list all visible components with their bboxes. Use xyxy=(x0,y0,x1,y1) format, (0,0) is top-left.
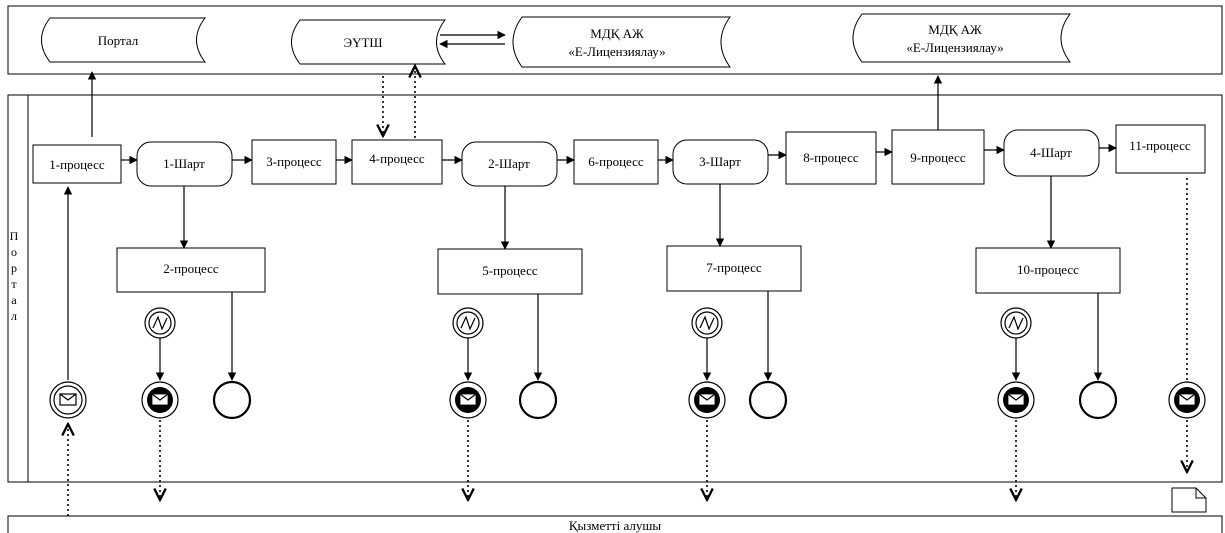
process-9: 9-процесс xyxy=(891,129,985,185)
svg-text:3-процесс: 3-процесс xyxy=(266,154,322,169)
svg-text:П: П xyxy=(10,229,19,243)
top-lane xyxy=(7,5,1223,75)
process-5: 5-процесс xyxy=(437,248,583,295)
condition-2: 2-Шарт xyxy=(461,141,558,187)
process-8: 8-процесс xyxy=(785,131,877,185)
timer-event-icon xyxy=(452,307,484,339)
process-7: 7-процесс xyxy=(666,245,802,292)
end-event xyxy=(1078,380,1118,420)
svg-text:МДҚ АЖ: МДҚ АЖ xyxy=(928,22,982,37)
svg-text:«Е-Лицензиялау»: «Е-Лицензиялау» xyxy=(906,40,1003,55)
svg-text:2-Шарт: 2-Шарт xyxy=(488,156,530,171)
system-eutsh: ЭҮТШ xyxy=(291,19,447,65)
condition-1: 1-Шарт xyxy=(136,141,233,187)
svg-text:о: о xyxy=(11,245,17,259)
end-event xyxy=(212,380,252,420)
svg-text:1-Шарт: 1-Шарт xyxy=(163,156,205,171)
condition-3: 3-Шарт xyxy=(672,139,769,185)
process-4: 4-процесс xyxy=(351,139,443,185)
message-end-event xyxy=(997,381,1035,419)
message-end-event xyxy=(141,381,179,419)
process-3: 3-процесс xyxy=(251,139,337,185)
svg-text:л: л xyxy=(11,309,17,323)
end-event xyxy=(748,380,788,420)
bottom-lane-label: Қызметті алушы xyxy=(569,518,661,533)
event-group-p10 xyxy=(997,293,1118,500)
svg-text:1-процесс: 1-процесс xyxy=(49,157,105,172)
start-message-event xyxy=(49,381,87,419)
bottom-lane xyxy=(7,515,1223,533)
process-1: 1-процесс xyxy=(32,144,122,184)
svg-text:8-процесс: 8-процесс xyxy=(803,150,859,165)
svg-text:Портал: Портал xyxy=(98,33,139,48)
svg-text:10-процесс: 10-процесс xyxy=(1017,262,1079,277)
portal-lane xyxy=(7,94,1223,483)
svg-text:4-процесс: 4-процесс xyxy=(369,151,425,166)
condition-4: 4-Шарт xyxy=(1003,129,1100,177)
svg-text:р: р xyxy=(11,261,17,275)
svg-text:а: а xyxy=(11,293,17,307)
svg-text:6-процесс: 6-процесс xyxy=(588,154,644,169)
svg-text:«Е-Лицензиялау»: «Е-Лицензиялау» xyxy=(568,44,665,59)
event-group-p5 xyxy=(449,294,558,500)
document-icon xyxy=(1171,487,1207,513)
svg-text:2-процесс: 2-процесс xyxy=(163,261,219,276)
timer-event-icon xyxy=(144,307,176,339)
event-group-p2 xyxy=(141,292,252,500)
portal-lane-label: Портал xyxy=(10,229,19,323)
svg-text:11-процесс: 11-процесс xyxy=(1129,138,1191,153)
system-mdk-elicense-1: МДҚ АЖ «Е-Лицензиялау» xyxy=(512,16,731,68)
system-mdk-elicense-2: МДҚ АЖ «Е-Лицензиялау» xyxy=(852,13,1071,63)
end-event xyxy=(518,380,558,420)
event-group-p7 xyxy=(688,291,788,500)
svg-text:7-процесс: 7-процесс xyxy=(706,260,762,275)
timer-event-icon xyxy=(1000,307,1032,339)
process-6: 6-процесс xyxy=(573,139,659,185)
message-end-event-p11 xyxy=(1168,381,1206,419)
message-end-event xyxy=(688,381,726,419)
timer-event-icon xyxy=(691,307,723,339)
svg-text:9-процесс: 9-процесс xyxy=(910,150,966,165)
svg-text:МДҚ АЖ: МДҚ АЖ xyxy=(590,26,644,41)
process-2: 2-процесс xyxy=(116,247,266,293)
system-portal: Портал xyxy=(41,17,207,63)
svg-text:т: т xyxy=(11,277,17,291)
svg-text:4-Шарт: 4-Шарт xyxy=(1030,145,1072,160)
svg-text:5-процесс: 5-процесс xyxy=(482,263,538,278)
message-end-event xyxy=(449,381,487,419)
flow-arrows xyxy=(121,143,1117,165)
svg-text:ЭҮТШ: ЭҮТШ xyxy=(343,35,382,50)
process-10: 10-процесс xyxy=(975,247,1121,294)
condition-down-arrows xyxy=(179,176,1056,250)
process-11: 11-процесс xyxy=(1115,124,1206,174)
svg-text:3-Шарт: 3-Шарт xyxy=(699,154,741,169)
